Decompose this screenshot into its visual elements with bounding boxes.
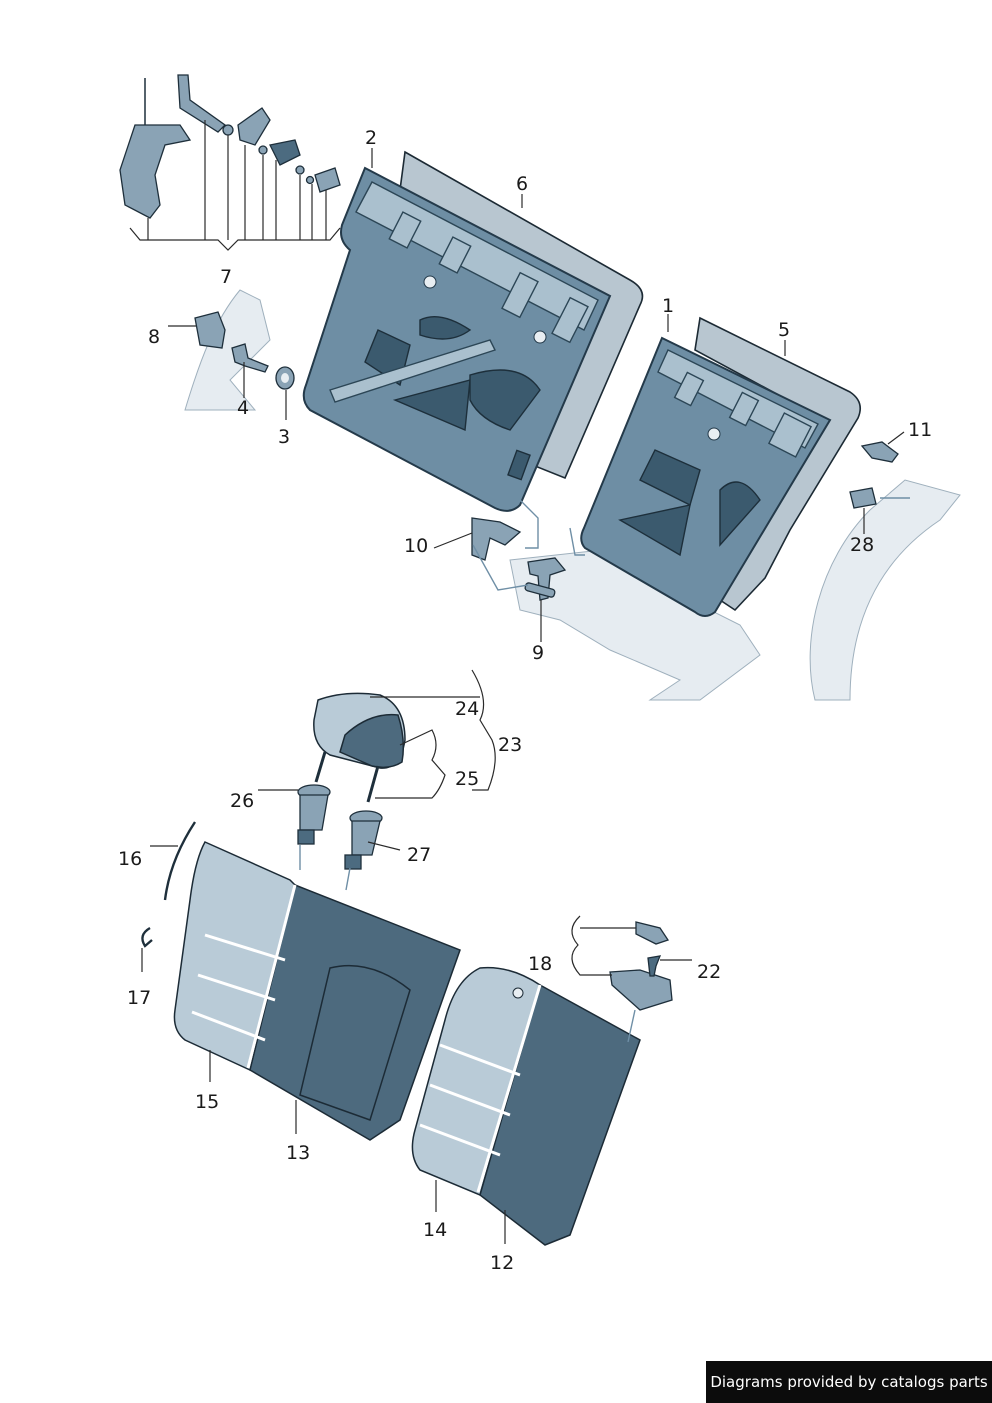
callout-16: 16 [118, 848, 142, 870]
credit-text: Diagrams provided by catalogs parts [710, 1373, 988, 1391]
callout-23: 23 [498, 734, 522, 756]
callout-10: 10 [404, 535, 428, 557]
headrest-guide-26 [297, 784, 331, 845]
backrest-cover-large [173, 841, 461, 1141]
part-28-grommet [849, 487, 877, 509]
part-22-screw [647, 955, 662, 977]
callout-4: 4 [237, 397, 249, 419]
callout-5: 5 [778, 319, 790, 341]
backrest-cover-small [411, 966, 641, 1246]
callout-27: 27 [407, 844, 431, 866]
part-3-bushing [275, 366, 295, 390]
backrest-frame-large [302, 166, 612, 512]
leader-lines [129, 120, 910, 1244]
callout-15: 15 [195, 1091, 219, 1113]
callout-6: 6 [516, 173, 528, 195]
part-4-bolt [231, 343, 269, 373]
part-9-latch [524, 557, 567, 601]
callout-3: 3 [278, 426, 290, 448]
callout-28: 28 [850, 534, 874, 556]
callout-numbers: 1 2 3 4 5 6 7 8 9 10 11 12 13 14 15 16 1… [118, 127, 932, 1274]
callout-1: 1 [662, 295, 674, 317]
callout-26: 26 [230, 790, 254, 812]
part-17-clip [141, 926, 153, 948]
part-11-clip [860, 441, 899, 463]
callout-24: 24 [455, 698, 479, 720]
callout-25: 25 [455, 768, 479, 790]
callout-8: 8 [148, 326, 160, 348]
callout-12: 12 [490, 1252, 514, 1274]
credit-banner: Diagrams provided by catalogs parts [706, 1361, 992, 1403]
callout-2: 2 [365, 127, 377, 149]
callout-11: 11 [908, 419, 932, 441]
callout-13: 13 [286, 1142, 310, 1164]
callout-7: 7 [220, 266, 232, 288]
hinge-bracket-assembly [119, 74, 341, 219]
callout-22: 22 [697, 961, 721, 983]
headrest-guide-27 [344, 810, 383, 870]
backrest-frame-small [580, 336, 832, 617]
callout-14: 14 [423, 1219, 447, 1241]
callout-17: 17 [127, 987, 151, 1009]
part-10-bracket [471, 517, 522, 561]
part-8-cover [194, 311, 226, 349]
car-body-ghost [184, 289, 961, 701]
callout-9: 9 [532, 642, 544, 664]
callout-18: 18 [528, 953, 552, 975]
headrest [313, 692, 406, 803]
part-18-trim [609, 921, 673, 1011]
part-16-wire [163, 821, 197, 901]
